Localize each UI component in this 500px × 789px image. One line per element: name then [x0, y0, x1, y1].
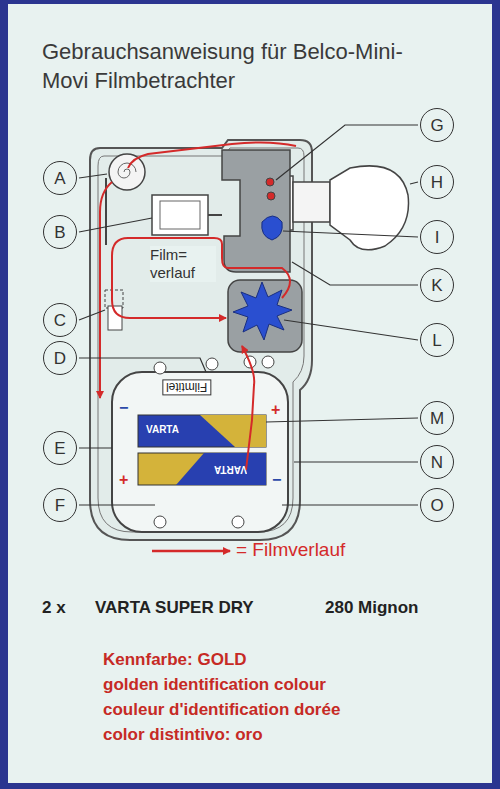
- battery-type: VARTA SUPER DRY: [95, 598, 254, 618]
- callout-circle: G: [420, 108, 454, 142]
- callout-circle: C: [43, 303, 77, 337]
- eyecup: [330, 166, 409, 250]
- sprocket-gear: [233, 282, 292, 340]
- leader-line: [79, 310, 105, 320]
- battery-brand: VARTA: [146, 424, 179, 436]
- lens-inner: [160, 201, 200, 229]
- callout-letter: N: [431, 454, 443, 471]
- leader-line: [276, 125, 418, 180]
- callout-circle: D: [43, 341, 77, 375]
- housing-inner-outline: [98, 148, 304, 532]
- title: Gebrauchsanweisung für Belco-Mini-Movi F…: [42, 38, 412, 95]
- lens-shaft: [208, 214, 222, 216]
- callout-circle: K: [420, 268, 454, 302]
- gear-housing: [228, 280, 302, 352]
- callout-circle: F: [43, 488, 77, 522]
- polarity-sign: −: [119, 398, 128, 417]
- callout-letter: C: [54, 312, 66, 329]
- callout-letter: G: [430, 117, 443, 134]
- colour-note: couleur d'identification dorée: [103, 700, 340, 720]
- leader-line: [79, 447, 112, 448]
- leader-line: [79, 218, 152, 232]
- lamp: [109, 154, 145, 190]
- switch: [108, 306, 122, 330]
- lamp-spiral: [118, 163, 136, 178]
- callout-circle: H: [420, 165, 454, 199]
- film-path: [100, 182, 112, 398]
- battery-blue-band: [176, 453, 266, 485]
- polarity-sign: −: [272, 470, 281, 489]
- callout-circle: B: [43, 215, 77, 249]
- leader-line: [283, 231, 418, 237]
- callout-letter: F: [55, 497, 65, 514]
- battery-gold-band: [200, 415, 266, 447]
- leader-line: [284, 320, 418, 340]
- leader-line: [79, 174, 107, 178]
- reel-cassette: [112, 372, 288, 532]
- film-title-tag: Filmtitel: [162, 379, 211, 395]
- film-path-label: Film= verlauf: [150, 246, 216, 282]
- callout-letter: I: [435, 229, 440, 246]
- colour-note: color distintivo: oro: [103, 725, 263, 745]
- leader-line: [410, 182, 418, 184]
- leader-lines: [79, 125, 418, 505]
- callout-circle: M: [420, 401, 454, 435]
- callout-circle: I: [420, 220, 454, 254]
- callout-letter: L: [432, 332, 441, 349]
- film-path: [128, 142, 296, 168]
- callout-circle: N: [420, 445, 454, 479]
- callout-circle: E: [43, 431, 77, 465]
- leader-line: [266, 418, 418, 422]
- lens-block: [152, 195, 208, 235]
- gate-roller: [267, 192, 275, 200]
- colour-note: Kennfarbe: GOLD: [103, 650, 247, 670]
- switch-dashed: [105, 290, 123, 308]
- eyepiece-tube: [293, 182, 330, 222]
- reel-peg: [154, 516, 166, 528]
- leader-line: [79, 358, 206, 372]
- legend-text: = Filmverlauf: [236, 539, 345, 562]
- reel-peg: [232, 516, 244, 528]
- callout-letter: D: [54, 350, 66, 367]
- leader-line: [294, 461, 418, 462]
- battery-size: 280 Mignon: [325, 598, 419, 618]
- callout-letter: E: [54, 440, 65, 457]
- leader-line: [292, 262, 418, 285]
- prism: [262, 216, 283, 240]
- callout-letter: H: [431, 174, 443, 191]
- colour-note: golden identification colour: [103, 675, 326, 695]
- reel-peg: [206, 358, 218, 370]
- callout-circle: O: [420, 488, 454, 522]
- film-path: [112, 238, 290, 318]
- callout-letter: M: [430, 410, 444, 427]
- gate-roller: [266, 178, 274, 186]
- leader-line: [79, 504, 155, 505]
- film-path: [242, 346, 254, 470]
- battery-brand: VARTA: [214, 463, 247, 475]
- callout-letter: O: [430, 497, 443, 514]
- callout-letter: A: [54, 170, 65, 187]
- leader-line: [282, 504, 418, 505]
- battery: [138, 415, 266, 447]
- callout-circle: L: [420, 323, 454, 357]
- guide-roller: [262, 356, 274, 368]
- callout-letter: K: [431, 277, 442, 294]
- callout-circle: A: [43, 161, 77, 195]
- battery-count: 2 x: [42, 598, 66, 618]
- polarity-sign: +: [119, 470, 128, 489]
- gate-housing: [222, 150, 290, 272]
- callout-letter: B: [54, 224, 65, 241]
- reel-peg: [154, 362, 166, 374]
- polarity-sign: +: [271, 400, 280, 419]
- legend-arrow: [152, 550, 230, 553]
- housing-outline: [90, 140, 312, 540]
